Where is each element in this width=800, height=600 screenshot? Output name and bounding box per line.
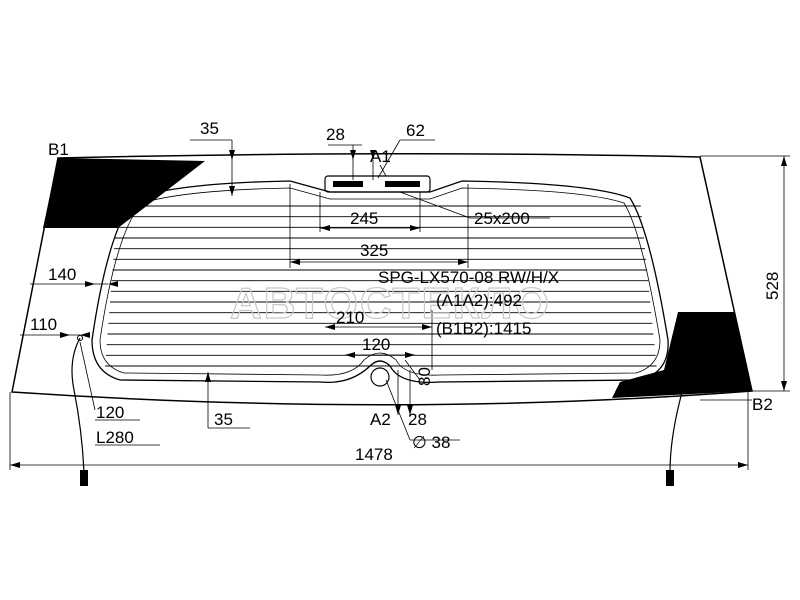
glass-outline bbox=[11, 152, 753, 406]
dim-top-35: 35 bbox=[200, 119, 219, 138]
connector-right bbox=[666, 470, 674, 486]
ceramic-corner-top-left bbox=[43, 158, 205, 228]
label-a1: A1 bbox=[370, 147, 391, 166]
brake-light-inner-2 bbox=[385, 181, 420, 187]
dim-110: 110 bbox=[30, 315, 57, 334]
label-b1: B1 bbox=[48, 140, 69, 159]
watermark: АВТОСТЕКЛО bbox=[230, 279, 551, 328]
dim-120-left: 120 bbox=[96, 403, 124, 422]
dim-25x200: 25x200 bbox=[474, 209, 530, 228]
dim-28-top: 28 bbox=[326, 125, 345, 144]
wire-right bbox=[669, 337, 685, 473]
heating-area-outline bbox=[91, 180, 669, 384]
brake-light-inner bbox=[333, 181, 363, 187]
dim-diameter-38: ∅ 38 bbox=[412, 433, 450, 452]
label-b2: B2 bbox=[752, 395, 773, 414]
dim-80: 80 bbox=[415, 367, 434, 386]
dim-245: 245 bbox=[350, 209, 378, 228]
dim-62: 62 bbox=[406, 121, 425, 140]
arrowheads bbox=[10, 150, 787, 468]
dim-140: 140 bbox=[48, 265, 76, 284]
dim-120-mid: 120 bbox=[362, 335, 390, 354]
connector-left bbox=[80, 470, 88, 486]
dim-28-bottom: 28 bbox=[408, 410, 427, 429]
dim-bottom-35: 35 bbox=[214, 410, 233, 429]
wiper-hole bbox=[370, 367, 390, 387]
label-a2: A2 bbox=[370, 410, 391, 429]
dim-width-1478: 1478 bbox=[355, 445, 393, 464]
b1b2-value: (B1B2):1415 bbox=[436, 319, 531, 338]
heating-lines bbox=[105, 205, 657, 367]
wire-left bbox=[71, 337, 85, 473]
part-code: SPG-LX570-08 RW/H/X bbox=[378, 268, 559, 287]
dim-210: 210 bbox=[336, 308, 364, 327]
a1a2-value: (A1A2):492 bbox=[436, 291, 522, 310]
terminal-left bbox=[77, 335, 83, 341]
dim-l280: L280 bbox=[96, 428, 134, 447]
dim-325: 325 bbox=[360, 241, 388, 260]
dim-height-528: 528 bbox=[763, 272, 782, 300]
brake-light-slot bbox=[324, 175, 431, 193]
heating-area-inner-outline bbox=[99, 187, 661, 376]
terminal-right bbox=[673, 335, 679, 341]
ceramic-corner-bottom-right bbox=[612, 312, 752, 398]
